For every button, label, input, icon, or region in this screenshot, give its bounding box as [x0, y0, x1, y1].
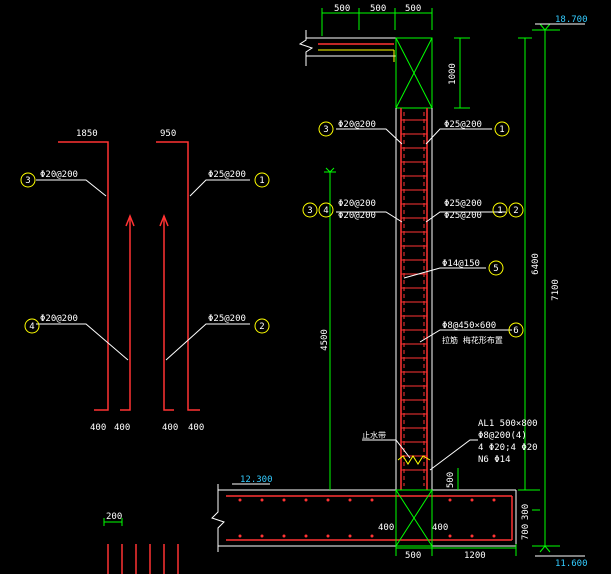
- wall-callouts: [302, 121, 524, 338]
- left-callout-3: 3: [25, 176, 30, 186]
- bar-len-2: 400: [114, 423, 130, 433]
- waterstop-mark: [397, 455, 431, 465]
- dim-700: 700: [521, 524, 531, 540]
- label-1850: 1850: [76, 129, 98, 139]
- callout-4: 4: [323, 206, 328, 216]
- level-top: 18.700: [555, 15, 588, 25]
- label-r4: Φ20@200: [338, 199, 376, 209]
- label-r4b: Φ20@200: [338, 211, 376, 221]
- left-detail-bars: [58, 141, 200, 411]
- left-detail-leaders: [36, 179, 250, 361]
- callout-1: 1: [499, 125, 504, 135]
- dim-top-b: 500: [370, 4, 386, 14]
- bottom-left-detail: [103, 518, 179, 574]
- callout-2: 2: [513, 206, 518, 216]
- level-bottom: 11.600: [555, 559, 588, 569]
- label-r6: Φ8@450×600: [442, 321, 496, 331]
- left-label-r2: Φ25@200: [208, 314, 246, 324]
- beam-line-2: Φ8@200(4): [478, 431, 527, 441]
- beam-line-4: N6 Φ14: [478, 455, 511, 465]
- left-callouts: [20, 172, 270, 334]
- dim-top-a: 500: [334, 4, 350, 14]
- left-label-r1: Φ25@200: [208, 170, 246, 180]
- label-r5: Φ14@150: [442, 259, 480, 269]
- dim-bottom-1200: 1200: [464, 551, 486, 561]
- dim-200: 200: [106, 512, 122, 522]
- bar-len-4: 400: [188, 423, 204, 433]
- level-markers: [232, 23, 585, 557]
- top-column-box: [395, 37, 433, 109]
- bottom-slab-bars: [238, 498, 496, 538]
- dim-300: 300: [521, 504, 531, 520]
- callout-3: 3: [323, 125, 328, 135]
- dim-bottom-500: 500: [405, 551, 421, 561]
- dim-400-right: 400: [432, 523, 448, 533]
- dim-1000: 1000: [448, 63, 458, 85]
- label-r2b: Φ25@200: [444, 211, 482, 221]
- dim-6400: 6400: [531, 253, 541, 275]
- left-callout-1: 1: [259, 176, 264, 186]
- callout-6: 6: [513, 326, 518, 336]
- beam-line-3: 4 Φ20;4 Φ20: [478, 443, 538, 453]
- top-dimension-chain: [321, 8, 433, 36]
- callout-5: 5: [493, 264, 498, 274]
- callout-1b: 1: [497, 206, 502, 216]
- level-left: 12.300: [240, 475, 273, 485]
- bottom-slab: [211, 484, 517, 552]
- left-label-r3: Φ20@200: [40, 170, 78, 180]
- top-slab: [298, 30, 396, 66]
- wall: [395, 108, 433, 490]
- label-950: 950: [160, 129, 176, 139]
- dim-4500: 4500: [320, 329, 330, 351]
- dim-4500-line: [324, 167, 336, 490]
- bottom-column-box: [395, 489, 433, 547]
- bottom-dimension-chain: [395, 544, 517, 556]
- dim-400-left: 400: [378, 523, 394, 533]
- left-callout-4: 4: [29, 322, 34, 332]
- label-waterstop: 止水带: [362, 430, 386, 440]
- label-r2: Φ25@200: [444, 199, 482, 209]
- left-label-r4: Φ20@200: [40, 314, 78, 324]
- label-r1: Φ25@200: [444, 120, 482, 130]
- label-r3: Φ20@200: [338, 120, 376, 130]
- left-callout-2: 2: [259, 322, 264, 332]
- dim-7100: 7100: [551, 279, 561, 301]
- bar-len-1: 400: [90, 423, 106, 433]
- bar-len-3: 400: [162, 423, 178, 433]
- wall-leaders: [336, 128, 512, 471]
- beam-line-1: AL1 500×800: [478, 419, 538, 429]
- dim-500-right: 500: [446, 472, 456, 488]
- callout-3b: 3: [307, 206, 312, 216]
- dim-top-c: 500: [405, 4, 421, 14]
- wall-ties: [401, 119, 427, 471]
- label-r6-note: 拉筋 梅花形布置: [442, 335, 503, 345]
- right-dimensions: [454, 23, 560, 553]
